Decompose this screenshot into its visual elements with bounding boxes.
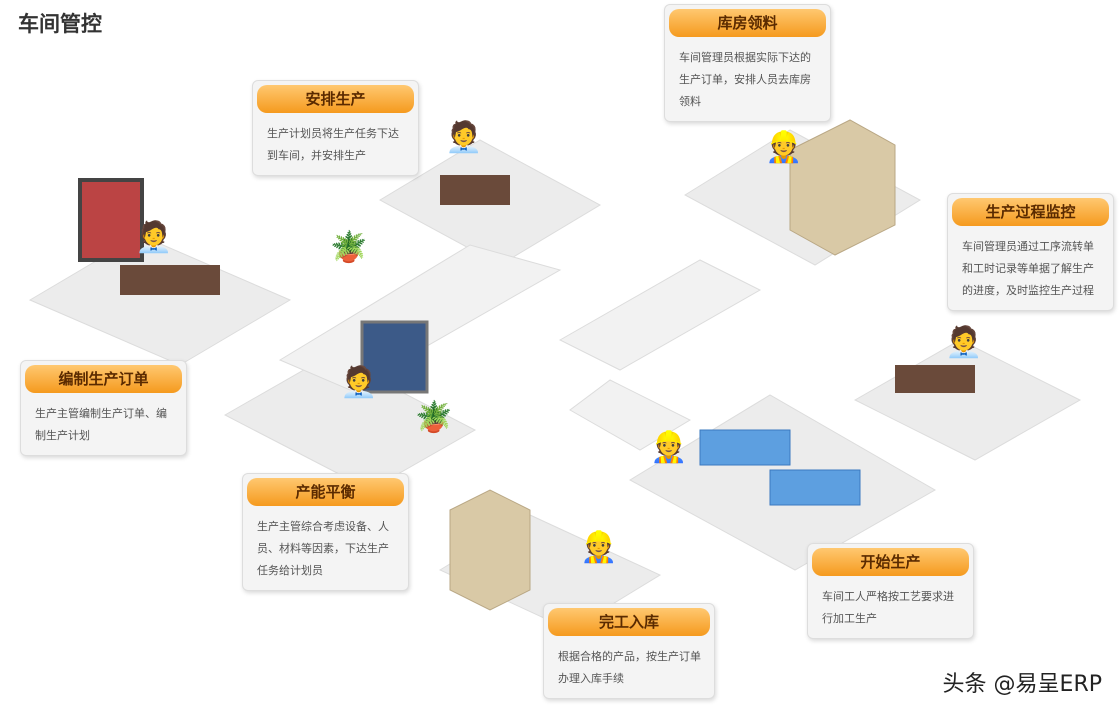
step-desc: 生产计划员将生产任务下达到车间，并安排生产 [267, 127, 399, 162]
step-card-production: 开始生产 车间工人严格按工艺要求进行加工生产 [807, 543, 974, 639]
step-card-arrange: 安排生产 生产计划员将生产任务下达到车间，并安排生产 [252, 80, 419, 176]
step-desc: 根据合格的产品，按生产订单办理入库手续 [558, 650, 701, 685]
step-card-order: 编制生产订单 生产主管编制生产订单、编制生产计划 [20, 360, 187, 456]
machines [699, 429, 861, 506]
worker-figure: 👷 [765, 130, 803, 165]
step-card-warehouse: 库房领料 车间管理员根据实际下达的生产订单，安排人员去库房领料 [664, 4, 831, 122]
step-card-balance: 产能平衡 生产主管综合考虑设备、人员、材料等因素，下达生产任务给计划员 [242, 473, 409, 591]
step-title: 安排生产 [257, 85, 414, 113]
walkway [569, 379, 692, 451]
step-title: 生产过程监控 [952, 198, 1109, 226]
step-desc: 车间管理员通过工序流转单和工时记录等单据了解生产的进度，及时监控生产过程 [962, 240, 1094, 297]
board [360, 320, 429, 394]
step-title: 完工入库 [548, 608, 710, 636]
step-title: 编制生产订单 [25, 365, 182, 393]
step-desc: 生产主管综合考虑设备、人员、材料等因素，下达生产任务给计划员 [257, 520, 389, 577]
step-desc: 车间工人严格按工艺要求进行加工生产 [822, 590, 954, 625]
worker-figure: 👷 [650, 430, 688, 465]
page-title: 车间管控 [18, 12, 102, 36]
walkway [558, 259, 762, 371]
step-desc: 生产主管编制生产订单、编制生产计划 [35, 407, 167, 442]
watermark: 头条 @易呈ERP [942, 672, 1102, 697]
step-card-monitor: 生产过程监控 车间管理员通过工序流转单和工时记录等单据了解生产的进度，及时监控生… [947, 193, 1114, 311]
step-title: 库房领料 [669, 9, 826, 37]
worker-figure: 🧑‍💼 [135, 220, 173, 255]
worker-figure: 🧑‍💼 [445, 120, 483, 155]
worker-figure: 🧑‍💼 [945, 325, 983, 360]
step-card-storage: 完工入库 根据合格的产品，按生产订单办理入库手续 [543, 603, 715, 699]
warehouse-boxes [449, 119, 896, 611]
step-desc: 车间管理员根据实际下达的生产订单，安排人员去库房领料 [679, 51, 811, 108]
screen [78, 178, 144, 262]
plant-icon: 🪴 [415, 400, 453, 435]
desk [120, 265, 220, 295]
platform-balance [223, 354, 477, 491]
desk [895, 365, 975, 393]
desk [440, 175, 510, 205]
step-title: 产能平衡 [247, 478, 404, 506]
plant-icon: 🪴 [330, 230, 368, 265]
worker-figure: 🧑‍💼 [340, 365, 378, 400]
worker-figure: 👷 [580, 530, 618, 565]
walkway [278, 244, 562, 391]
step-title: 开始生产 [812, 548, 969, 576]
